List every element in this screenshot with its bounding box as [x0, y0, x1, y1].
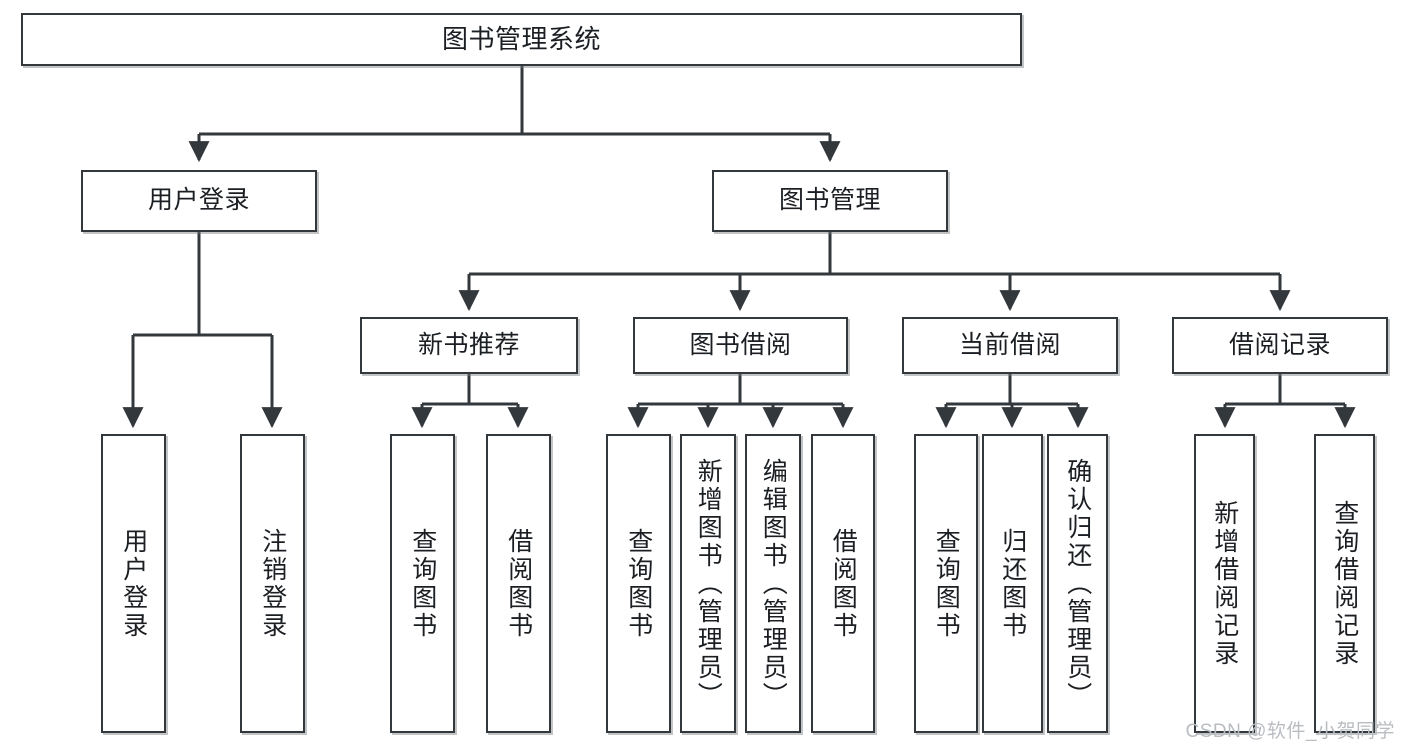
node-current-borrow[interactable]: 当前借阅 [902, 317, 1118, 374]
leaf-query-borrow-record[interactable]: 查询借阅记录 [1314, 434, 1375, 733]
node-root-system[interactable]: 图书管理系统 [21, 13, 1022, 66]
node-label: 借阅图书 [504, 527, 533, 640]
node-label: 新书推荐 [417, 330, 520, 359]
leaf-query-book-current[interactable]: 查询图书 [914, 434, 978, 733]
node-label: 编辑图书（管理员） [759, 457, 788, 710]
node-label: 当前借阅 [958, 330, 1061, 359]
leaf-user-login[interactable]: 用户登录 [101, 434, 166, 733]
leaf-query-book-recommend[interactable]: 查询图书 [390, 434, 455, 733]
node-new-book-recommend[interactable]: 新书推荐 [360, 317, 578, 374]
node-label: 归还图书 [998, 527, 1027, 640]
leaf-add-book[interactable]: 新增图书（管理员） [680, 434, 736, 733]
node-label: 查询图书 [624, 527, 653, 640]
leaf-borrow-book-recommend[interactable]: 借阅图书 [486, 434, 551, 733]
node-borrow-record[interactable]: 借阅记录 [1172, 317, 1388, 374]
leaf-query-book-borrow[interactable]: 查询图书 [606, 434, 671, 733]
leaf-edit-book[interactable]: 编辑图书（管理员） [745, 434, 801, 733]
node-label: 查询图书 [932, 527, 961, 640]
node-label: 图书管理 [778, 186, 881, 215]
leaf-confirm-return[interactable]: 确认归还（管理员） [1047, 434, 1108, 733]
node-label: 借阅记录 [1228, 330, 1331, 359]
node-label: 查询借阅记录 [1330, 499, 1359, 668]
leaf-return-book[interactable]: 归还图书 [982, 434, 1043, 733]
leaf-logout-login[interactable]: 注销登录 [240, 434, 305, 733]
node-label: 图书管理系统 [441, 24, 601, 55]
node-user-login[interactable]: 用户登录 [81, 170, 317, 232]
leaf-add-borrow-record[interactable]: 新增借阅记录 [1194, 434, 1255, 733]
node-label: 注销登录 [258, 527, 287, 640]
node-label: 确认归还（管理员） [1063, 457, 1092, 710]
leaf-borrow-book-borrow[interactable]: 借阅图书 [811, 434, 875, 733]
node-label: 用户登录 [147, 186, 250, 215]
node-label: 用户登录 [119, 527, 148, 640]
node-label: 查询图书 [408, 527, 437, 640]
node-label: 图书借阅 [689, 330, 792, 359]
node-label: 新增借阅记录 [1210, 499, 1239, 668]
node-label: 新增图书（管理员） [694, 457, 723, 710]
node-book-borrow[interactable]: 图书借阅 [633, 317, 848, 374]
csdn-watermark: CSDN @软件_小贺同学 [1185, 721, 1395, 742]
node-book-management[interactable]: 图书管理 [712, 170, 948, 232]
node-label: 借阅图书 [829, 527, 858, 640]
